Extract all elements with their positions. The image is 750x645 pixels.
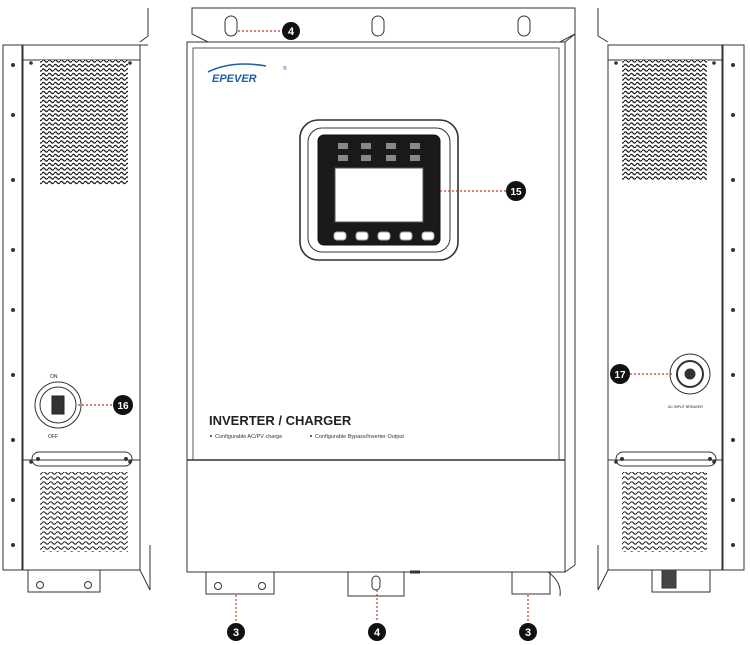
switch-off-label: OFF — [48, 434, 58, 440]
ac-breaker-button — [684, 368, 696, 380]
front-left-foot — [205, 571, 275, 595]
callout-17-breaker: 17 — [610, 364, 630, 384]
svg-text:15: 15 — [510, 187, 522, 198]
callout-4-bottom: 4 — [368, 623, 386, 641]
right-lower-vent — [622, 472, 707, 552]
top-hook-left — [224, 15, 238, 37]
svg-text:17: 17 — [614, 370, 626, 381]
svg-text:4: 4 — [374, 627, 381, 639]
brand-name: EPEVER — [212, 73, 257, 85]
power-switch-bezel — [34, 381, 82, 429]
callout-15-display: 15 — [506, 181, 526, 201]
callout-4-top: 4 — [282, 22, 300, 40]
svg-text:16: 16 — [117, 401, 129, 412]
left-upper-vent — [40, 60, 128, 185]
right-flange-screws — [731, 63, 735, 547]
callout-leaders — [78, 30, 672, 622]
feature-item-2: Configurable Bypass/Inverter Output — [315, 434, 404, 440]
right-side-view — [597, 8, 745, 593]
callout-3-right-foot: 3 — [519, 623, 537, 641]
left-side-view — [2, 8, 151, 593]
epever-logo: EPEVER ® — [207, 63, 287, 85]
front-cover — [192, 47, 560, 461]
feature-bullet-1 — [210, 435, 212, 437]
svg-text:3: 3 — [525, 627, 531, 639]
bottom-hook-bracket — [347, 571, 405, 597]
right-side-flange — [721, 44, 745, 571]
lcd-screen — [334, 167, 424, 223]
top-hook-center — [371, 15, 385, 37]
switch-on-label: ON — [50, 374, 58, 380]
brand-registered-mark: ® — [283, 65, 287, 72]
right-panel-screws — [614, 61, 716, 464]
feature-item-1: Configurable AC/PV charge — [215, 434, 282, 440]
callout-3-left-foot: 3 — [227, 623, 245, 641]
svg-text:3: 3 — [233, 627, 239, 639]
right-upper-vent — [622, 60, 707, 180]
status-indicators — [338, 143, 420, 161]
display-bezel-inner — [307, 127, 451, 253]
front-enclosure — [186, 41, 566, 573]
control-buttons — [333, 231, 435, 241]
product-title: INVERTER / CHARGER — [209, 413, 352, 428]
left-flange-screws — [11, 63, 15, 547]
right-handle-slot — [615, 451, 717, 467]
left-side-flange — [2, 44, 24, 571]
display-bezel — [299, 119, 459, 261]
svg-text:4: 4 — [288, 26, 295, 38]
left-handle-slot — [31, 451, 133, 467]
top-hook-right — [517, 15, 531, 37]
right-side-foot — [651, 569, 711, 593]
callout-16-switch: 16 — [113, 395, 133, 415]
left-lower-vent — [40, 472, 128, 552]
feature-bullet-2 — [310, 435, 312, 437]
left-side-foot — [27, 569, 101, 593]
front-view — [186, 7, 576, 597]
ac-input-label: AC INPUT BREAKER — [668, 405, 703, 409]
front-right-foot — [511, 571, 551, 595]
power-switch-rocker — [51, 395, 65, 415]
